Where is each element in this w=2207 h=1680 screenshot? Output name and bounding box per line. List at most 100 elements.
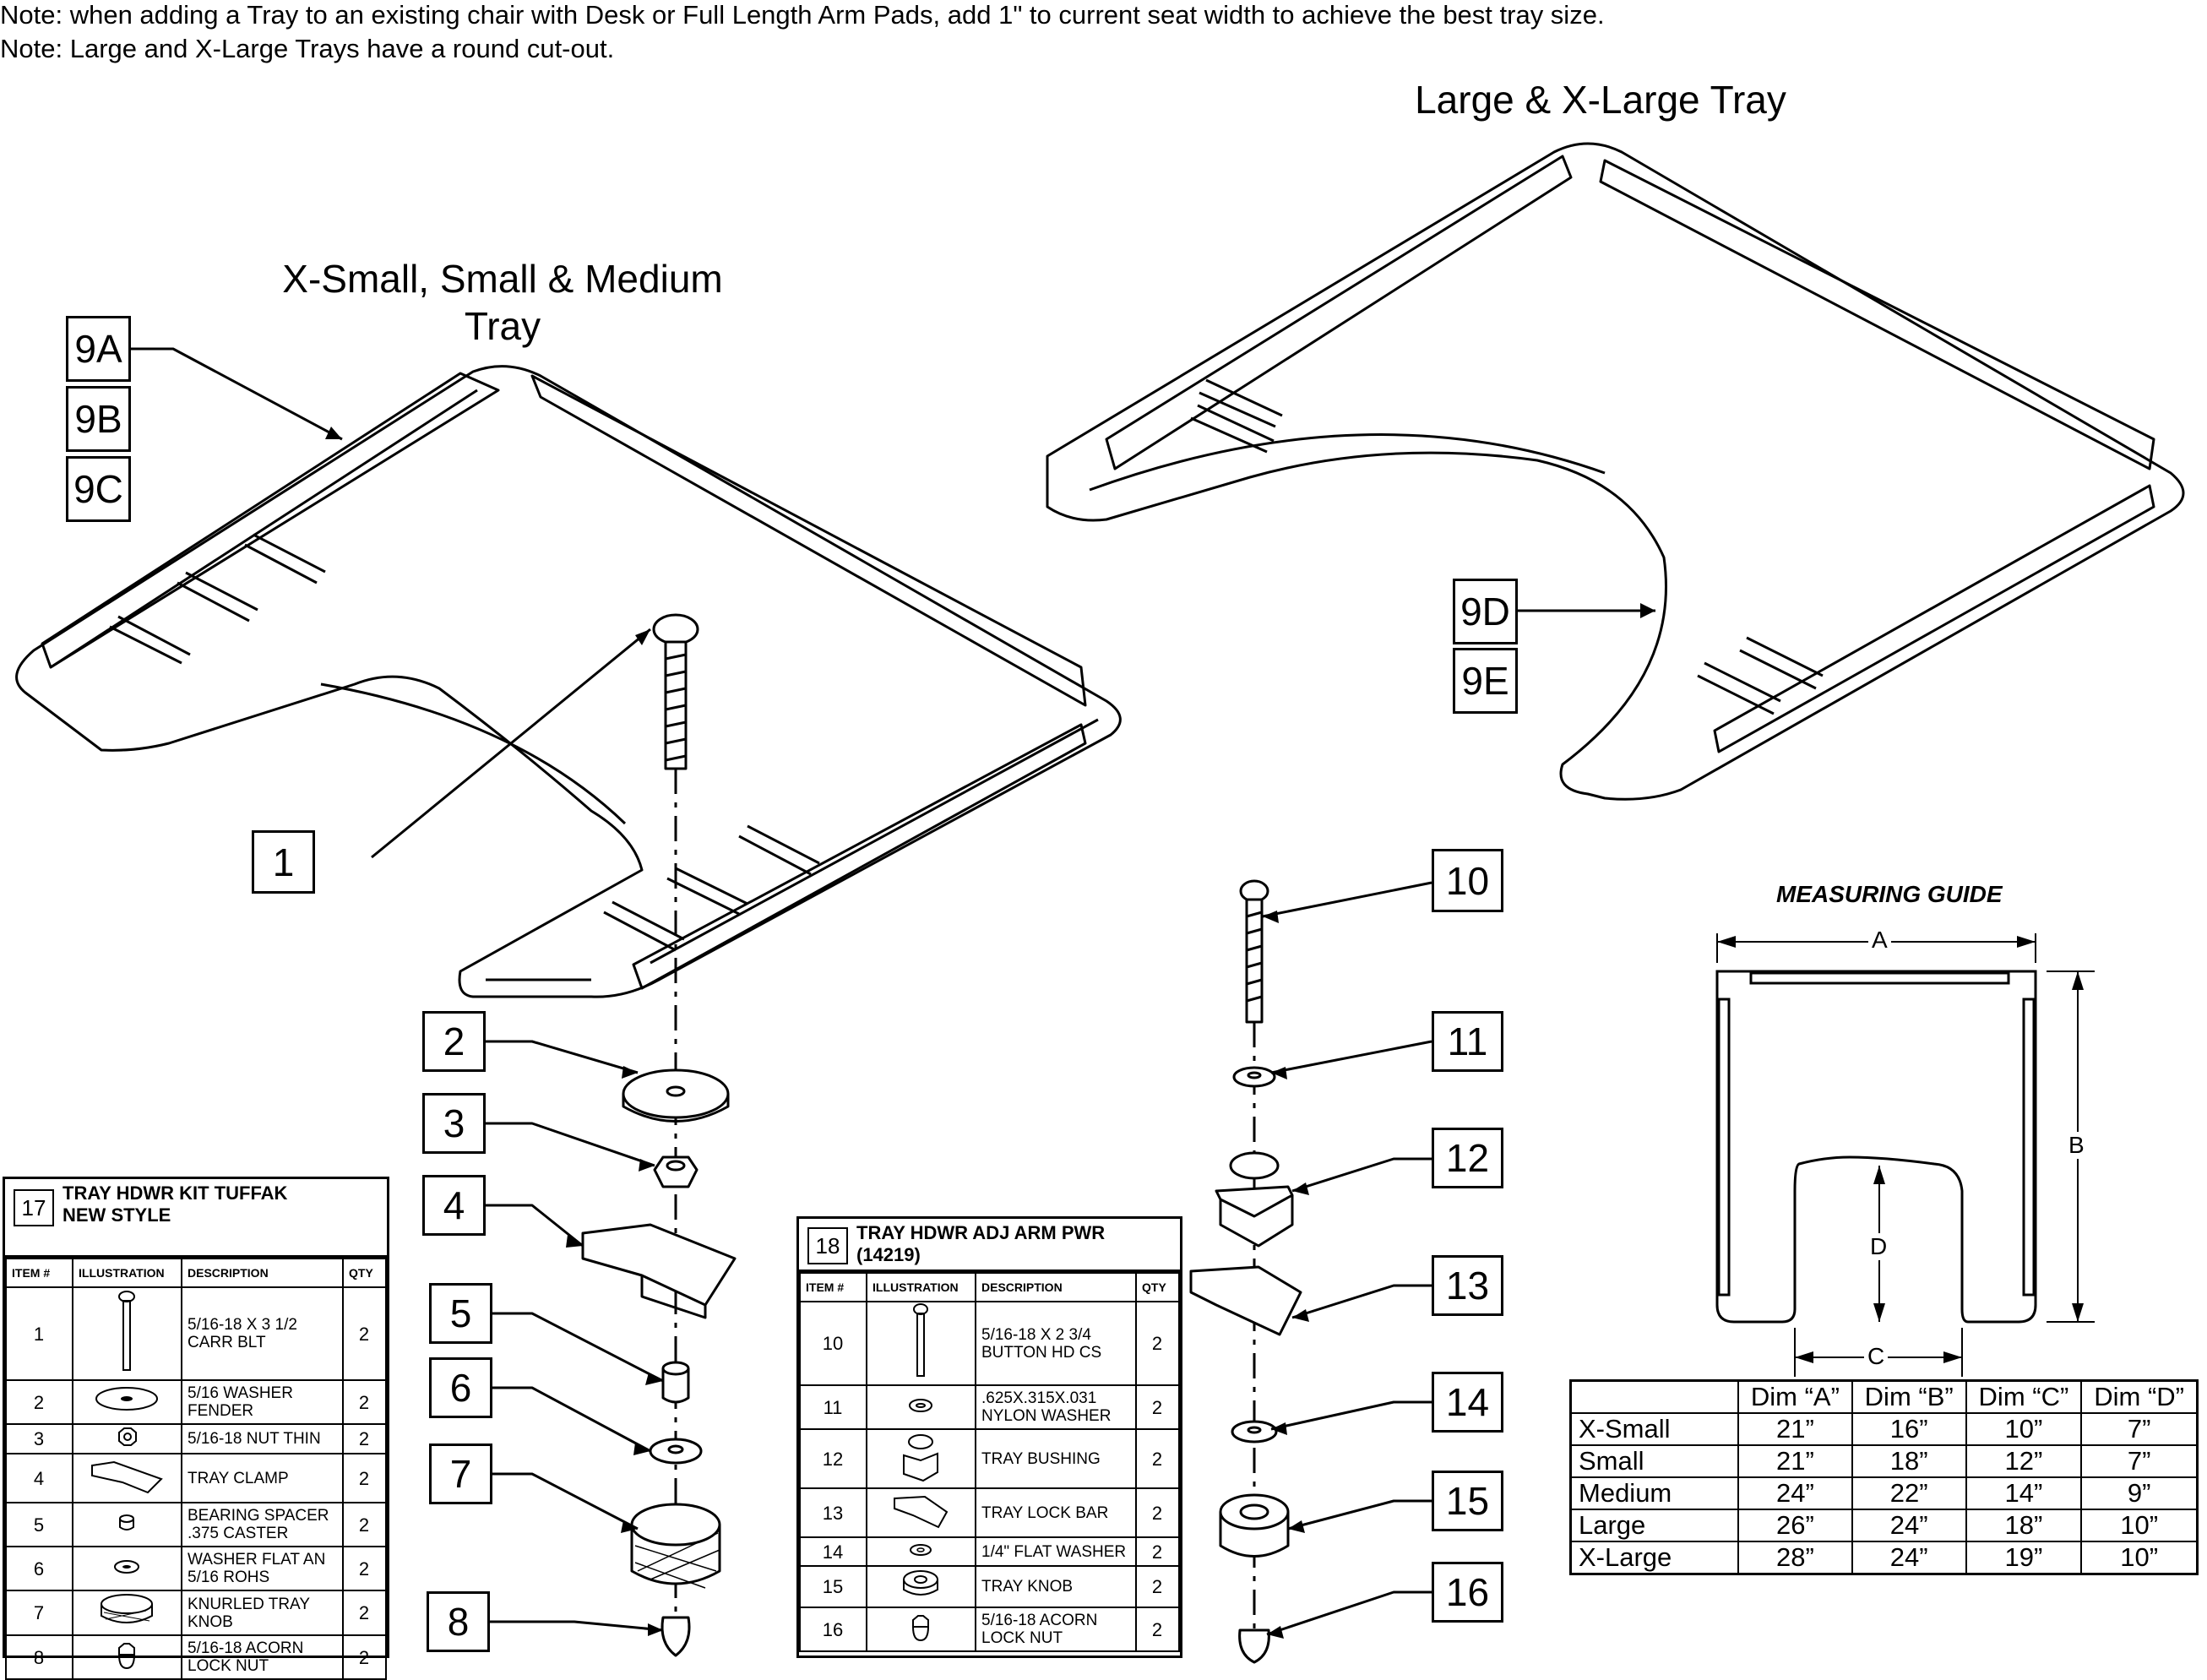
nut-3: [653, 1155, 699, 1188]
item-qty: 2: [1135, 1301, 1180, 1386]
item-description: TRAY CLAMP: [181, 1453, 344, 1503]
large-tray-title: Large & X-Large Tray: [1415, 78, 1786, 122]
small-tray-outline: [15, 365, 1122, 998]
callout-9d: 9D: [1453, 579, 1518, 644]
dim-label-b: B: [2065, 1132, 2088, 1159]
size-name: X-Small: [1569, 1412, 1739, 1446]
item-number: 16: [799, 1607, 867, 1652]
col-description: DESCRIPTION: [975, 1272, 1137, 1302]
item-number: 7: [5, 1590, 73, 1636]
button-screw-10: [1239, 879, 1269, 1024]
large-tray-outline: [1046, 142, 2185, 801]
dim-d-value: 7”: [2080, 1412, 2199, 1446]
col-qty: QTY: [342, 1258, 387, 1288]
tray-knob-icon: [903, 1570, 938, 1596]
item-qty: 2: [342, 1453, 387, 1503]
note-tray-width: Note: when adding a Tray to an existing …: [0, 0, 1605, 30]
dim-a-value: 26”: [1737, 1509, 1853, 1542]
item-description: 5/16-18 ACORN LOCK NUT: [975, 1607, 1137, 1652]
table-row: 4 TRAY CLAMP 2: [5, 1453, 387, 1503]
table-row: 8 5/16-18 ACORN LOCK NUT 2: [5, 1634, 387, 1680]
measuring-guide-drawing: [1715, 933, 2095, 1377]
item-description: 5/16 WASHER FENDER: [181, 1379, 344, 1425]
dim-b-value: 16”: [1851, 1412, 1967, 1446]
tray-lock-bar-13: [1189, 1265, 1302, 1336]
acorn-nut-16: [1238, 1628, 1270, 1664]
item-number: 4: [5, 1453, 73, 1503]
item-number: 5: [5, 1502, 73, 1547]
item-number: 8: [5, 1634, 73, 1680]
item-qty: 2: [342, 1590, 387, 1636]
dim-b-value: 18”: [1851, 1444, 1967, 1478]
table-row: 10 5/16-18 X 2 3/4 BUTTON HD CS 2: [799, 1301, 1180, 1386]
callout-2: 2: [422, 1011, 486, 1072]
table-row: 3 5/16-18 NUT THIN 2: [5, 1423, 387, 1454]
callout-3: 3: [422, 1093, 486, 1154]
callout-5: 5: [429, 1283, 492, 1344]
item-number: 3: [5, 1423, 73, 1454]
col-item: ITEM #: [5, 1258, 73, 1288]
table-row: X-Large 28” 24” 19” 10”: [1569, 1541, 2199, 1575]
item-qty: 2: [342, 1423, 387, 1454]
dim-a-value: 21”: [1737, 1444, 1853, 1478]
dim-c-value: 14”: [1965, 1476, 2083, 1510]
item-number: 2: [5, 1379, 73, 1425]
tray-bushing-icon: [903, 1433, 938, 1482]
table-row: 7 KNURLED TRAY KNOB 2: [5, 1590, 387, 1636]
col-illustration: ILLUSTRATION: [72, 1258, 182, 1288]
item-qty: 2: [342, 1286, 387, 1381]
dim-col-a: Dim “A”: [1737, 1379, 1853, 1414]
kit-17-number: 17: [14, 1189, 54, 1226]
dim-d-value: 7”: [2080, 1444, 2199, 1478]
item-description: WASHER FLAT AN 5/16 ROHS: [181, 1546, 344, 1591]
callout-13: 13: [1432, 1255, 1503, 1316]
callout-9e: 9E: [1453, 648, 1518, 714]
dim-c-value: 12”: [1965, 1444, 2083, 1478]
size-name: Large: [1569, 1509, 1739, 1542]
dim-a-value: 28”: [1737, 1541, 1853, 1575]
acorn-nut-8: [660, 1616, 691, 1657]
item-description: TRAY KNOB: [975, 1565, 1137, 1608]
table-row: 16 5/16-18 ACORN LOCK NUT 2: [799, 1607, 1180, 1652]
item-number: 11: [799, 1384, 867, 1430]
dim-col-c: Dim “C”: [1965, 1379, 2083, 1414]
dim-c-value: 18”: [1965, 1509, 2083, 1542]
dim-d-value: 10”: [2080, 1541, 2199, 1575]
size-name: Medium: [1569, 1476, 1739, 1510]
col-illustration: ILLUSTRATION: [866, 1272, 976, 1302]
table-row: 13 TRAY LOCK BAR 2: [799, 1487, 1180, 1538]
callout-12: 12: [1432, 1128, 1503, 1188]
callout-9a: 9A: [66, 316, 131, 382]
dim-d-value: 9”: [2080, 1476, 2199, 1510]
item-description: 5/16-18 X 2 3/4 BUTTON HD CS: [975, 1301, 1137, 1386]
item-qty: 2: [1135, 1536, 1180, 1567]
dim-label-d: D: [1867, 1233, 1891, 1260]
dim-c-value: 10”: [1965, 1412, 2083, 1446]
kit-17-title: TRAY HDWR KIT TUFFAK NEW STYLE: [63, 1183, 288, 1226]
acorn-nut-icon: [118, 1642, 135, 1669]
callout-14: 14: [1432, 1372, 1503, 1433]
item-number: 10: [799, 1301, 867, 1386]
item-description: 5/16-18 NUT THIN: [181, 1423, 344, 1454]
tray-clamp-4: [581, 1223, 737, 1307]
item-description: TRAY LOCK BAR: [975, 1487, 1137, 1538]
dim-b-value: 24”: [1851, 1541, 1967, 1575]
dim-col-b: Dim “B”: [1851, 1379, 1967, 1414]
item-description: BEARING SPACER .375 CASTER: [181, 1502, 344, 1547]
item-number: 15: [799, 1565, 867, 1608]
item-qty: 2: [1135, 1487, 1180, 1538]
dimension-table: Dim “A” Dim “B” Dim “C” Dim “D” X-Small …: [1569, 1379, 2199, 1575]
note-round-cutout: Note: Large and X-Large Trays have a rou…: [0, 34, 615, 63]
callout-4: 4: [422, 1175, 486, 1236]
callout-15: 15: [1432, 1471, 1503, 1531]
table-row: 2 5/16 WASHER FENDER 2: [5, 1379, 387, 1425]
callout-9c: 9C: [66, 456, 131, 522]
item-qty: 2: [1135, 1607, 1180, 1652]
table-row: X-Small 21” 16” 10” 7”: [1569, 1412, 2199, 1446]
item-number: 1: [5, 1286, 73, 1381]
tray-clamp-icon: [91, 1460, 163, 1493]
callout-16: 16: [1432, 1562, 1503, 1623]
table-row: 6 WASHER FLAT AN 5/16 ROHS 2: [5, 1546, 387, 1591]
item-description: .625X.315X.031 NYLON WASHER: [975, 1384, 1137, 1430]
